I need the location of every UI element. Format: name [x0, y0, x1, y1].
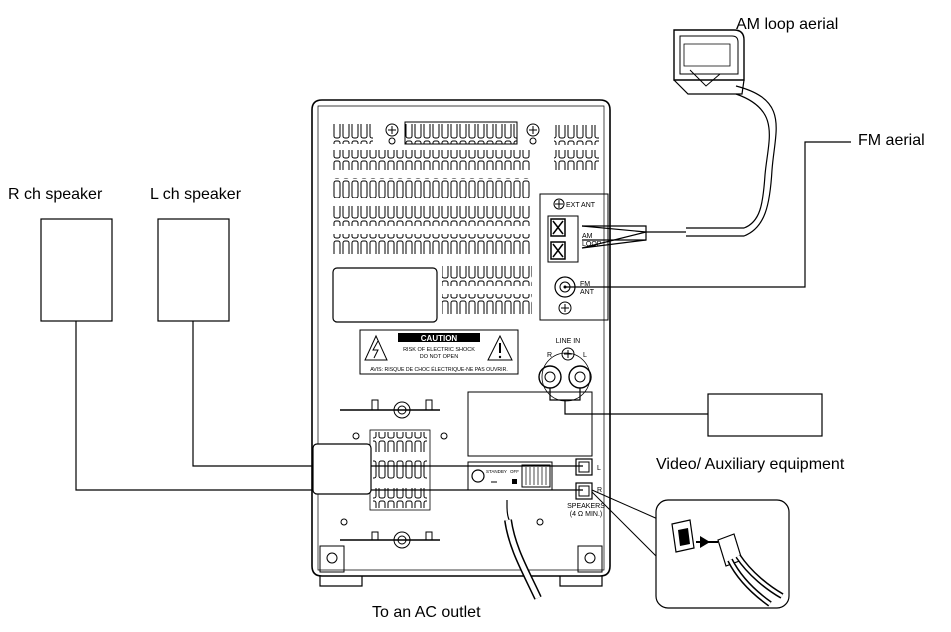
caution-line-1: RISK OF ELECTRIC SHOCK	[403, 347, 475, 353]
r-ch-speaker-box	[40, 218, 113, 322]
standby-text: STANDBY	[486, 469, 507, 474]
speaker-r-text: R	[597, 487, 602, 494]
r-ch-speaker-label: R ch speaker	[8, 186, 103, 203]
l-ch-speaker-box	[157, 218, 230, 322]
ac-outlet-label: To an AC outlet	[372, 604, 481, 621]
off-text: OFF	[510, 469, 519, 474]
avis-text: AVIS: RISQUE DE CHOC ÉLECTRIQUE-NE PAS O…	[370, 366, 508, 373]
fm-text: FM	[580, 281, 590, 288]
line-in-l-text: L	[583, 352, 587, 359]
video-aux-box	[707, 393, 823, 437]
ext-ant-text: EXT ANT	[566, 202, 596, 209]
shock-warning-icon	[364, 334, 388, 361]
fm-aerial-wire	[565, 141, 851, 288]
caution-line-2: DO NOT OPEN	[420, 354, 458, 360]
am-loop-aerial	[581, 29, 777, 249]
arrow-icon	[700, 536, 710, 548]
am-lead-wire	[582, 225, 647, 241]
l-speaker-wire	[192, 321, 583, 467]
connector-detail	[671, 519, 784, 607]
speakers-text: SPEAKERS	[567, 503, 605, 510]
ant-text: ANT	[580, 289, 595, 296]
line-in-text: LINE IN	[556, 338, 581, 345]
line-in-r-text: R	[547, 352, 552, 359]
magnify-line-bottom	[591, 491, 661, 561]
l-ch-speaker-label: L ch speaker	[150, 186, 242, 203]
exclamation-warning-icon	[487, 334, 513, 361]
am-loop-aerial-label: AM loop aerial	[736, 16, 839, 33]
video-aux-label: Video/ Auxiliary equipment	[656, 456, 845, 473]
fm-aerial-label: FM aerial	[858, 132, 925, 149]
am-text: AM	[582, 233, 593, 240]
main-unit-rear: CAUTION RISK OF ELECTRIC SHOCK DO NOT OP…	[311, 99, 611, 587]
speaker-l-text: L	[597, 465, 601, 472]
line-in-cable	[564, 400, 708, 415]
magnify-line-top	[591, 489, 661, 521]
speakers-min-text: (4 Ω MIN.)	[570, 511, 602, 518]
loop-text: LOOP	[582, 241, 602, 248]
caution-title: CAUTION	[421, 334, 458, 343]
